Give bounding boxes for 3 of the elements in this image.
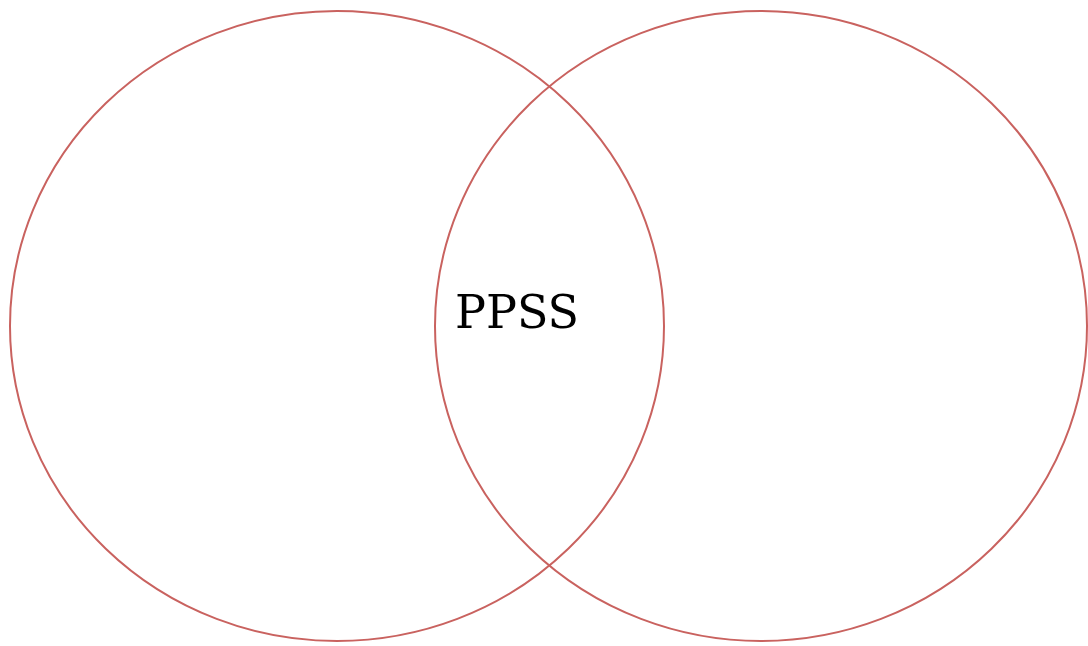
overlap-label: PPSS: [455, 285, 580, 339]
circle-outline: [434, 10, 1088, 642]
circle-outline: [9, 10, 665, 642]
